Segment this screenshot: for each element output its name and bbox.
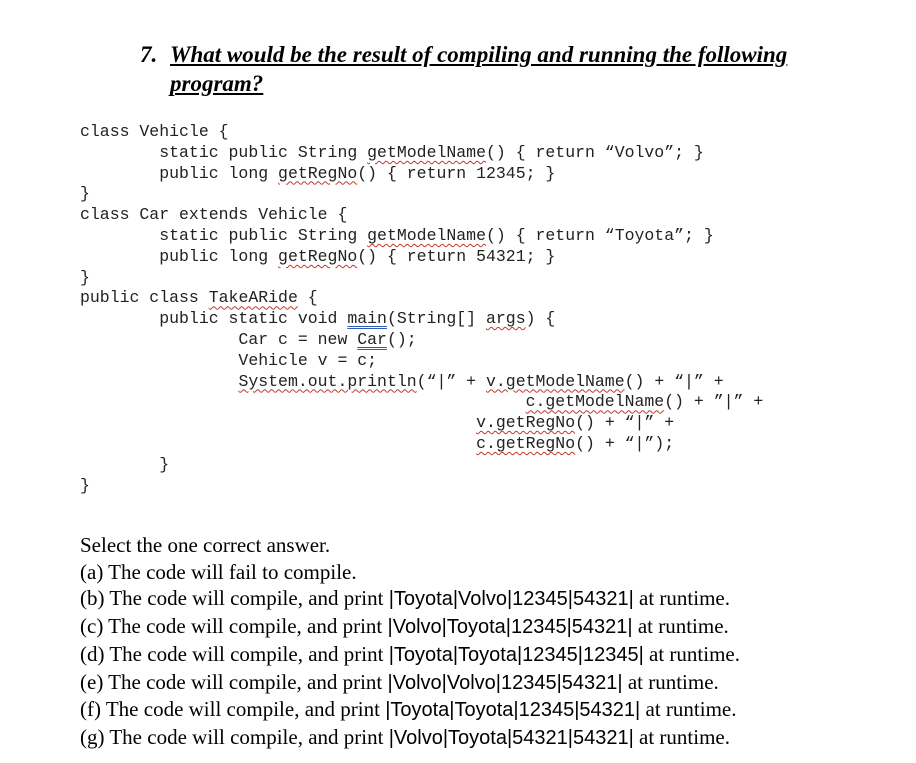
answer-option-e: (e) The code will compile, and print |Vo…	[80, 669, 719, 694]
code-line: }	[80, 475, 90, 495]
code-block: class Vehicle { static public String get…	[80, 122, 763, 496]
answer-option-a: (a) The code will fail to compile.	[80, 559, 357, 584]
code-line: System.out.println(“|” + v.getModelName(…	[238, 371, 724, 391]
code-line: class Vehicle {	[80, 122, 229, 141]
answer-output-d: |Toyota|Toyota|12345|12345|	[388, 643, 644, 666]
code-line: static public String getModelName() { re…	[80, 142, 704, 162]
answer-option-b: (b) The code will compile, and print |To…	[80, 586, 730, 611]
code-line: }	[80, 267, 90, 287]
code-line: static public String getModelName() { re…	[80, 225, 714, 245]
question-heading: 7. What would be the result of compiling …	[140, 40, 860, 98]
code-line: }	[80, 184, 90, 204]
answer-output-b: |Toyota|Volvo|12345|54321|	[388, 588, 634, 611]
code-line: public long getRegNo() { return 12345; }	[80, 163, 556, 183]
answer-list: Select the one correct answer. (a) The c…	[80, 532, 740, 752]
code-line: Car c = new Car();	[80, 329, 417, 349]
code-line: public class TakeARide {	[80, 288, 318, 308]
code-line: c.getRegNo() + “|”);	[476, 433, 675, 453]
answer-output-e: |Volvo|Volvo|12345|54321|	[387, 671, 623, 694]
code-line: class Car extends Vehicle {	[80, 205, 348, 225]
question-text-line-2: program?	[170, 71, 264, 96]
answer-option-c: (c) The code will compile, and print |Vo…	[80, 614, 729, 639]
code-line: v.getRegNo() + “|” +	[476, 413, 675, 433]
code-line: public long getRegNo() { return 54321; }	[80, 246, 556, 266]
question-number: 7.	[140, 42, 158, 67]
answer-output-g: |Volvo|Toyota|54321|54321|	[388, 726, 634, 749]
answer-output-f: |Toyota|Toyota|12345|54321|	[385, 699, 641, 722]
code-line: }	[80, 454, 170, 474]
answer-option-g: (g) The code will compile, and print |Vo…	[80, 724, 730, 749]
answer-option-f: (f) The code will compile, and print |To…	[80, 697, 737, 722]
code-line: c.getModelName() + ”|” +	[525, 392, 764, 412]
code-line: public static void main(String[] args) {	[80, 309, 556, 329]
question-text-line-1: What would be the result of compiling an…	[170, 42, 788, 67]
answer-output-c: |Volvo|Toyota|12345|54321|	[387, 616, 633, 639]
answer-option-d: (d) The code will compile, and print |To…	[80, 641, 740, 666]
answer-prompt: Select the one correct answer.	[80, 533, 331, 557]
code-line: Vehicle v = c;	[80, 350, 378, 370]
